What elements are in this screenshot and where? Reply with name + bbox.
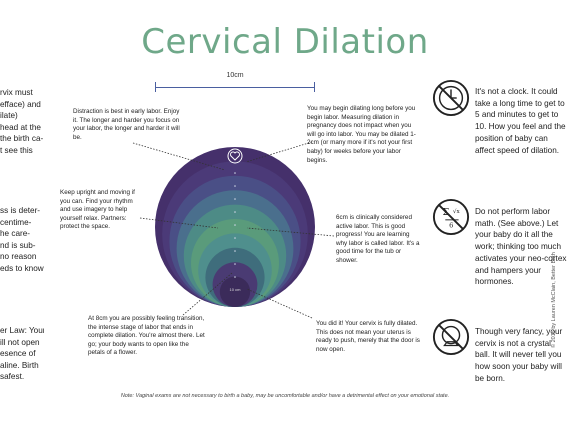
clock-no-icon [432,79,470,117]
cm-marker-dot [234,276,236,278]
measure-line [155,87,315,88]
math-note: Do not perform labor math. (See above.) … [475,207,567,287]
note-early: Distraction is best in early labor. Enjo… [73,108,180,141]
left-column-fragment-2: ss is deter- centime- he care- nd is sub… [0,205,44,274]
connector-six [246,227,335,237]
left-line: ill not open [0,337,40,347]
cm-marker-dot [234,237,236,239]
crystal-ball-note: Though very fancy, your cervix is not a … [475,327,563,383]
left-line: safest. [0,372,25,381]
note-before: You may begin dilating long before you b… [307,105,416,164]
connector-before [245,141,313,163]
measure-tick-right [314,82,315,92]
copyright: © 2015 by Lauren McClain, Better Birth [551,252,557,348]
crystal-ball-no-icon [432,318,470,356]
footnote: Note: Vaginal exams are not necessary to… [120,393,450,399]
left-line: centime- [0,217,32,227]
left-line: ss is deter- [0,206,41,215]
left-line: no reason [0,252,37,261]
page-title: Cervical Dilation [141,22,429,62]
math-no-icon: Σ √x 6 [432,198,470,236]
left-line: t see this [0,145,33,155]
connector-lines [132,141,335,319]
left-column-fragment-3: er Law: Your ill not open esence of alin… [0,325,44,383]
left-line: the birth ca- [0,134,44,143]
svg-text:√x: √x [453,208,461,215]
note-done: You did it! Your cervix is fully dilated… [316,320,420,353]
note-upright: Keep upright and moving if you can. Find… [60,189,135,231]
note-six: 6cm is clinically considered active labo… [336,214,420,264]
left-line: nd is sub- [0,240,36,250]
cm-marker-dot [234,172,236,174]
left-line: ilate) [0,111,18,120]
cm-marker-dot [234,263,236,265]
dilation-rings [155,147,315,307]
center-label: 10 cm [230,287,242,292]
svg-text:6: 6 [449,221,453,229]
left-line: esence of [0,349,36,358]
measure-label: 10cm [226,72,244,79]
connector-upright [139,217,219,229]
left-column-fragment-1: rvix must efface) and ilate) head at the… [0,87,44,156]
cm-marker-dot [234,211,236,213]
cm-marker-dot [234,198,236,200]
left-line: aline. Birth [0,360,39,370]
left-line: efface) and [0,99,41,109]
note-eight: At 8cm you are possibly feeling transiti… [88,315,205,357]
left-line: er Law: Your [0,326,44,335]
cm-marker-dot [234,250,236,252]
left-line: eds to know [0,263,44,273]
cm-marker-dot [234,185,236,187]
left-line: head at the [0,122,41,132]
clock-note: It's not a clock. It could take a long t… [475,87,566,155]
connector-early [132,142,226,171]
measure-bar: 10cm [155,72,315,92]
cm-marker-dot [234,224,236,226]
measure-tick-left [155,82,156,92]
left-line: he care- [0,229,31,238]
left-line: rvix must [0,88,33,97]
dilation-ring [219,276,251,307]
heart-icon [227,148,243,164]
